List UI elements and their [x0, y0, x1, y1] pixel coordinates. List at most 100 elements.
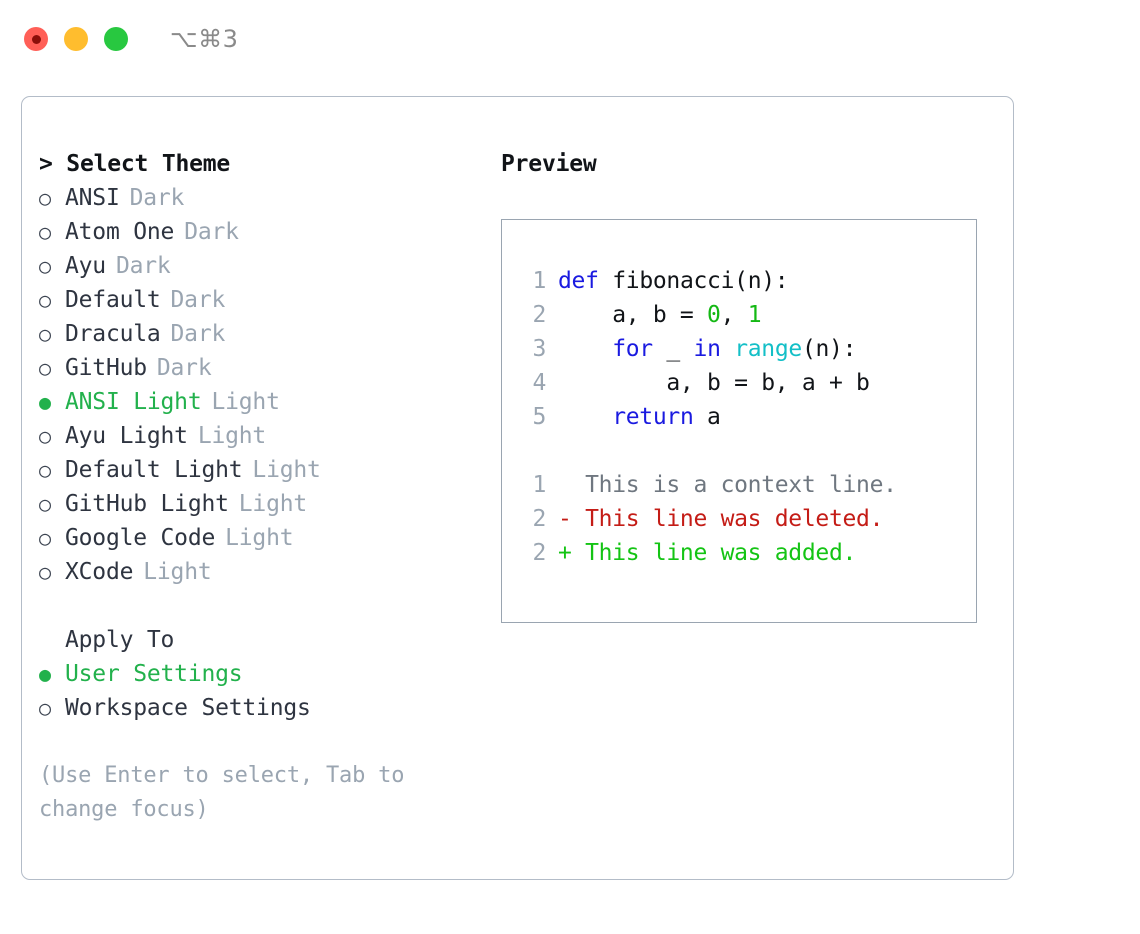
code-token-builtin: range — [734, 336, 802, 362]
code-token-plain: , — [720, 302, 748, 328]
apply-to-list[interactable]: ● User Settings ○ Workspace Settings — [39, 657, 499, 725]
theme-option-label: Ayu — [65, 253, 106, 279]
title-bar: ⌥⌘3 — [0, 0, 1140, 78]
minimize-button[interactable] — [64, 27, 88, 51]
radio-unselected-icon: ○ — [39, 458, 51, 482]
theme-option[interactable]: ○ GitHub Dark — [39, 351, 499, 385]
close-button[interactable] — [24, 27, 48, 51]
theme-option[interactable]: ○ Google Code Light — [39, 521, 499, 555]
code-token-num: 0 — [707, 302, 721, 328]
theme-option-badge: Light — [143, 559, 212, 585]
theme-option-badge: Light — [225, 525, 294, 551]
theme-option[interactable]: ○ XCode Light — [39, 555, 499, 589]
code-token-plain — [599, 268, 613, 294]
diff-line: 2- This line was deleted. — [516, 502, 976, 536]
radio-unselected-icon: ○ — [39, 322, 51, 346]
radio-unselected-icon: ○ — [39, 356, 51, 380]
theme-option-label: GitHub Light — [65, 491, 229, 517]
theme-option-badge: Dark — [170, 321, 226, 347]
theme-option-label: ANSI Light — [65, 389, 202, 415]
code-line-number: 3 — [532, 336, 546, 362]
theme-option-badge: Dark — [129, 185, 185, 211]
diff-line-text-context: This is a context line. — [558, 472, 897, 498]
theme-option-badge: Dark — [170, 287, 226, 313]
preview-heading: Preview — [501, 151, 597, 177]
code-line: 4 a, b = b, a + b — [516, 366, 976, 400]
theme-picker-heading: > Select Theme — [39, 151, 231, 177]
code-token-plain — [558, 336, 612, 362]
theme-option-badge: Light — [252, 457, 321, 483]
code-line: 1 def fibonacci(n): — [516, 264, 976, 298]
theme-option[interactable]: ○ Ayu Light Light — [39, 419, 499, 453]
zoom-button[interactable] — [104, 27, 128, 51]
radio-unselected-icon: ○ — [39, 696, 51, 720]
code-token-plain — [558, 404, 612, 430]
theme-option-label: ANSI — [65, 185, 120, 211]
theme-option-label: Ayu Light — [65, 423, 188, 449]
theme-option[interactable]: ○ Dracula Dark — [39, 317, 499, 351]
code-line-number: 5 — [532, 404, 546, 430]
code-diff-separator — [516, 434, 976, 468]
theme-option-badge: Dark — [115, 253, 171, 279]
theme-option-badge: Dark — [184, 219, 239, 245]
code-token-plain: a, b = b, a + b — [558, 370, 870, 396]
apply-to-heading: Apply To — [65, 627, 175, 653]
diff-line-number: 2 — [532, 506, 546, 532]
theme-option-badge: Light — [238, 491, 308, 517]
apply-to-option[interactable]: ● User Settings — [39, 657, 499, 691]
apply-to-option[interactable]: ○ Workspace Settings — [39, 691, 499, 725]
theme-option-badge: Light — [197, 423, 267, 449]
code-token-plain: (n): — [801, 336, 857, 362]
code-line-text: for _ in range(n): — [558, 332, 856, 366]
theme-option-label: Google Code — [65, 525, 216, 551]
theme-option[interactable]: ○ Default Dark — [39, 283, 499, 317]
code-token-kw: def — [558, 268, 599, 294]
radio-unselected-icon: ○ — [39, 288, 51, 312]
code-line-text: return a — [558, 400, 721, 434]
theme-option-label: XCode — [65, 559, 134, 585]
radio-selected-icon: ● — [39, 390, 51, 414]
theme-option-label: Dracula — [65, 321, 161, 347]
theme-option-label: Default — [65, 287, 161, 313]
code-token-kw: in — [693, 336, 721, 362]
theme-option-badge: Dark — [156, 355, 212, 381]
radio-unselected-icon: ○ — [39, 424, 51, 448]
diff-line-text-add: + This line was added. — [558, 540, 857, 566]
diff-line: 1 This is a context line. — [516, 468, 976, 502]
code-line-text: a, b = b, a + b — [558, 366, 870, 400]
apply-to-option-label: Workspace Settings — [65, 695, 311, 721]
radio-unselected-icon: ○ — [39, 526, 51, 550]
radio-selected-icon: ● — [39, 662, 51, 686]
apply-to-option-label: User Settings — [65, 661, 243, 687]
code-line: 5 return a — [516, 400, 976, 434]
code-token-kw: for — [612, 336, 653, 362]
code-token-plain: a, b = — [558, 302, 708, 328]
code-line-number: 1 — [532, 268, 546, 294]
window-controls — [24, 27, 128, 51]
code-token-fn: fibonacci — [612, 268, 735, 294]
code-line-text: a, b = 0, 1 — [558, 298, 761, 332]
code-token-num: 1 — [747, 302, 762, 328]
code-line-number: 4 — [532, 370, 546, 396]
code-token-plain: (n): — [734, 268, 789, 294]
diff-line-number: 1 — [532, 472, 546, 498]
theme-option-label: Atom One — [65, 219, 175, 245]
radio-unselected-icon: ○ — [39, 560, 51, 584]
theme-option-label: GitHub — [65, 355, 147, 381]
keyboard-hint: (Use Enter to select, Tab to change focu… — [39, 763, 405, 822]
code-line: 2 a, b = 0, 1 — [516, 298, 976, 332]
code-token-plain: a — [693, 404, 721, 430]
code-token-plain: _ — [652, 336, 694, 362]
